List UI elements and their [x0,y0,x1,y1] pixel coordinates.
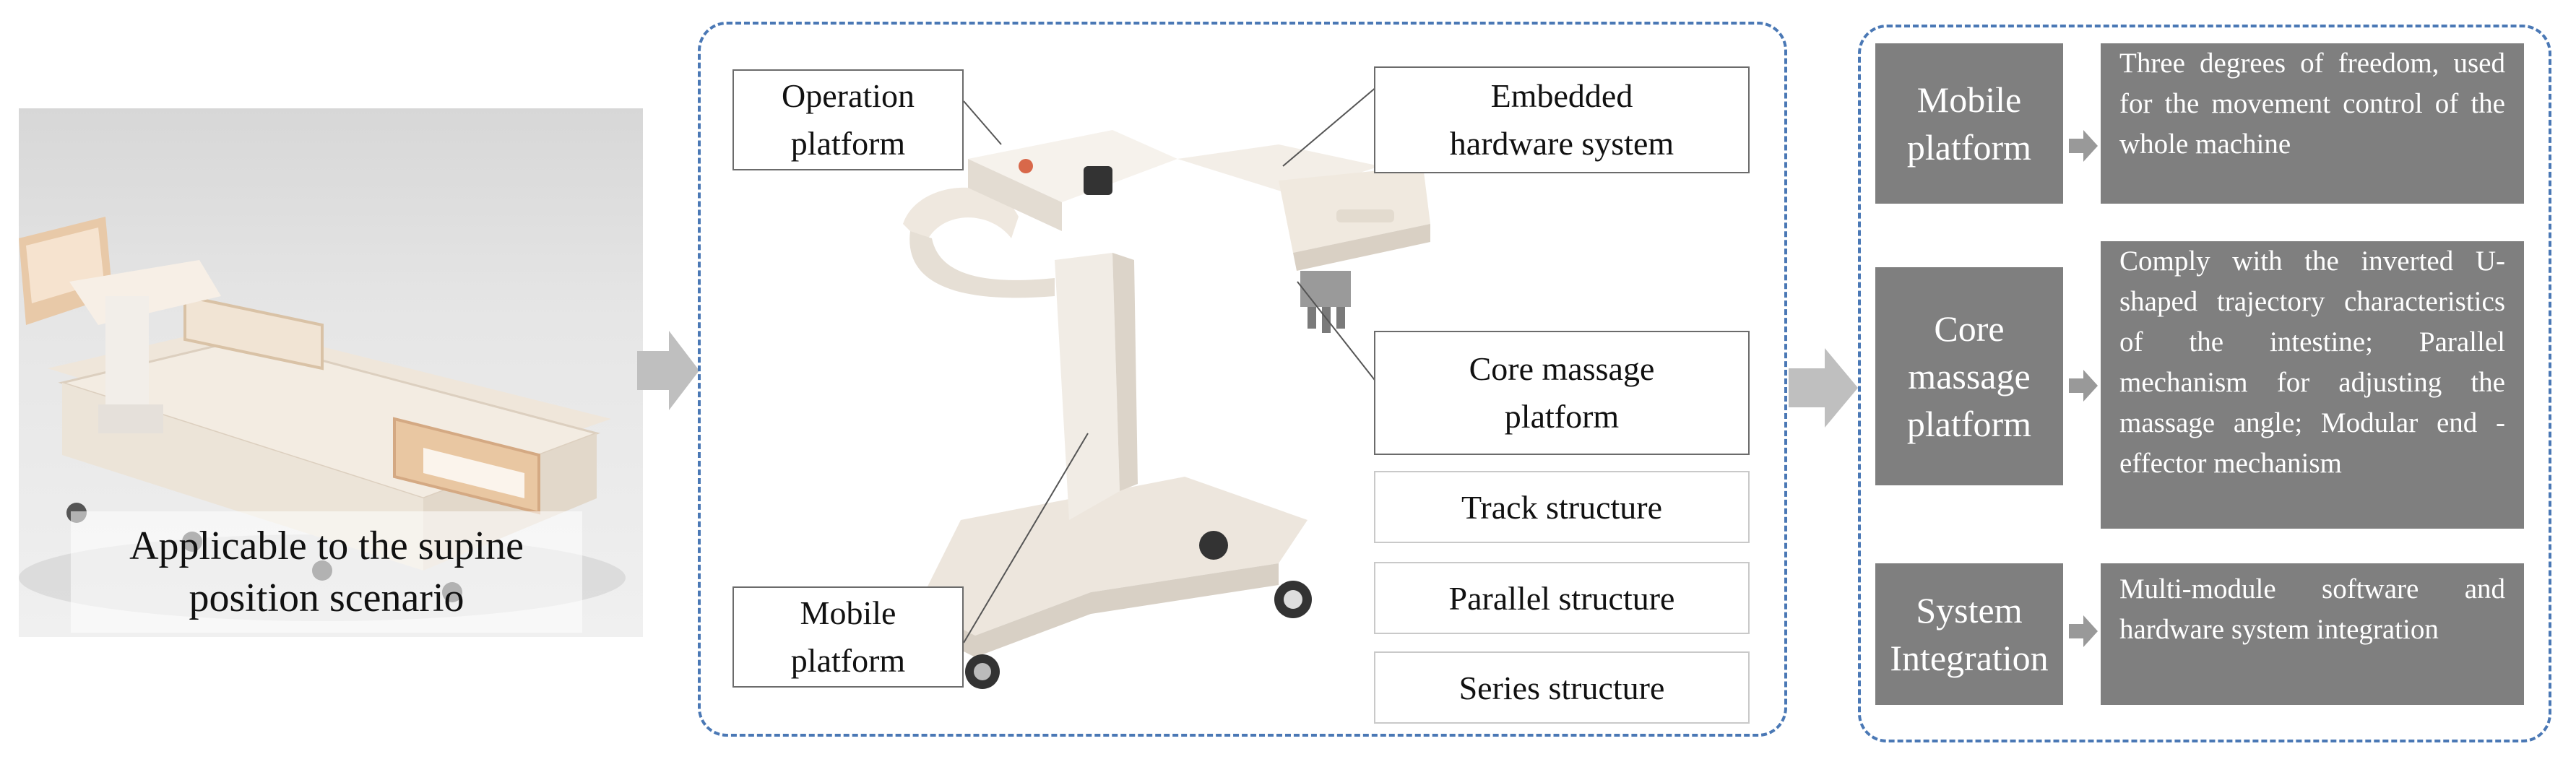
module-name-line-1: Mobile [1916,79,2022,120]
core-massage-platform-line-2: platform [1504,398,1620,435]
module-name-line-3: platform [1906,404,2032,444]
embedded-hardware-label: Embedded hardware system [1374,66,1750,173]
module-name-mobile-platform: Mobile platform [1875,43,2063,204]
module-name-line-1: System [1916,590,2023,630]
track-structure-label: Track structure [1374,471,1750,543]
module-name-core-massage-platform: Core massage platform [1875,267,2063,485]
module-description-text: Three degrees of freedom, used for the m… [2119,48,2505,160]
operation-platform-line-2: platform [790,125,906,162]
series-structure-text: Series structure [1458,669,1665,706]
module-description-text: Multi-module software and hardware syste… [2119,573,2505,645]
module-description-text: Comply with the inverted U-shaped trajec… [2119,246,2505,479]
massage-robot-illustration [903,130,1430,689]
module-name-line-2: massage [1908,356,2031,396]
leader-lines [963,86,1378,644]
track-structure-text: Track structure [1461,488,1663,526]
operation-platform-line-1: Operation [782,77,915,114]
module-name-line-2: platform [1906,127,2032,168]
module-panel [1858,25,2551,742]
mobile-platform-line-1: Mobile [800,594,896,631]
module-name-system-integration: System Integration [1875,563,2063,705]
small-arrow-icon [2069,130,2098,162]
flow-arrow-icon [637,331,699,410]
flow-arrow-icon [1789,348,1858,428]
scenario-caption: Applicable to the supine position scenar… [71,511,582,633]
small-arrow-icon [2069,615,2098,647]
small-arrow-icon [2069,370,2098,402]
embedded-hardware-line-2: hardware system [1449,125,1674,162]
mobile-platform-label: Mobile platform [732,586,964,688]
parallel-structure-label: Parallel structure [1374,562,1750,634]
series-structure-label: Series structure [1374,651,1750,724]
module-description-core-massage-platform: Comply with the inverted U-shaped trajec… [2101,241,2524,529]
device-panel [698,22,1787,737]
core-massage-platform-label: Core massage platform [1374,331,1750,455]
module-name-line-2: Integration [1890,638,2049,678]
core-massage-platform-line-1: Core massage [1469,350,1655,387]
module-description-system-integration: Multi-module software and hardware syste… [2101,563,2524,705]
operation-platform-label: Operation platform [732,69,964,170]
caption-line-2: position scenario [189,576,464,620]
module-description-mobile-platform: Three degrees of freedom, used for the m… [2101,43,2524,204]
mobile-platform-line-2: platform [790,642,906,679]
caption-line-1: Applicable to the supine [129,524,524,568]
bed-scene-image [19,108,643,637]
embedded-hardware-line-1: Embedded [1490,77,1633,114]
module-name-line-1: Core [1934,308,2005,349]
parallel-structure-text: Parallel structure [1448,579,1675,617]
